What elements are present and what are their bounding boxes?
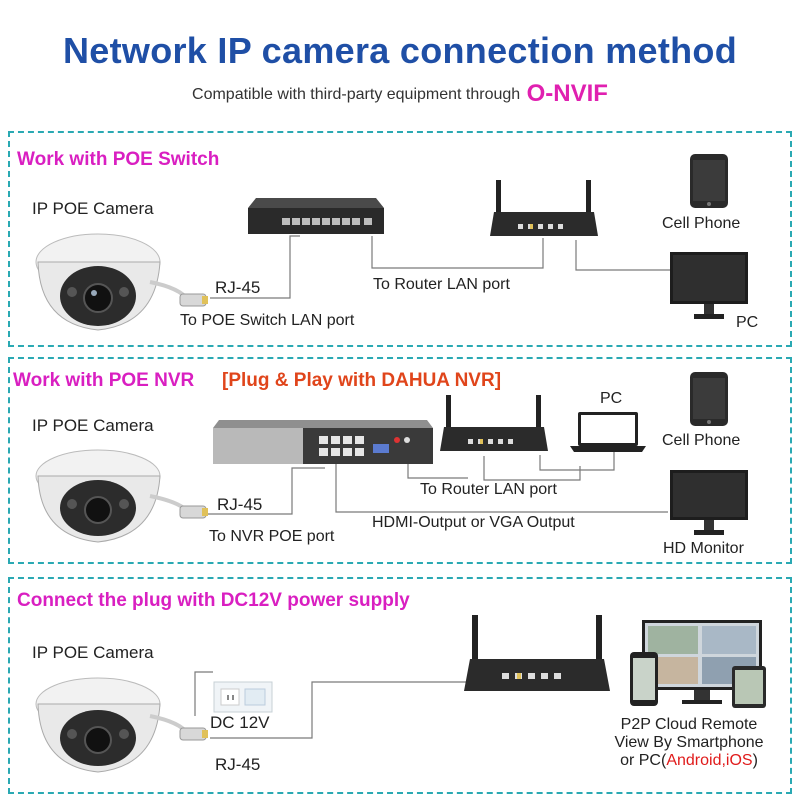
section1-rj45-label: RJ-45 bbox=[215, 278, 261, 297]
remote-devices-icon bbox=[630, 620, 766, 708]
page-title: Network IP camera connection method bbox=[62, 30, 737, 71]
section3-rj45-label: RJ-45 bbox=[215, 755, 261, 774]
p2p-os-names: Android,iOS bbox=[666, 752, 753, 769]
hd-monitor-icon bbox=[670, 470, 748, 535]
pc-monitor-icon bbox=[670, 252, 748, 319]
section1-camera-label: IP POE Camera bbox=[32, 199, 154, 218]
section2-nvr-port-label: To NVR POE port bbox=[209, 528, 335, 545]
section2-camera-label: IP POE Camera bbox=[32, 416, 154, 435]
panel-poe-switch bbox=[8, 131, 792, 347]
section3-dc-label: DC 12V bbox=[210, 713, 270, 732]
dome-camera-icon bbox=[35, 233, 208, 331]
section2-title: Work with POE NVR bbox=[13, 370, 195, 391]
section2-router-port-label: To Router LAN port bbox=[420, 481, 557, 498]
laptop-icon bbox=[570, 412, 646, 452]
section2-rj45-label: RJ-45 bbox=[217, 495, 263, 514]
section2-hdmi-label: HDMI-Output or VGA Output bbox=[372, 514, 575, 531]
p2p-line3-suffix: ) bbox=[752, 752, 758, 769]
section1-router-port-label: To Router LAN port bbox=[373, 276, 510, 293]
nvr-icon bbox=[213, 420, 433, 464]
onvif-brand: O-NVIF bbox=[526, 80, 608, 107]
section1-switch-port-label: To POE Switch LAN port bbox=[180, 312, 355, 329]
section3-camera-label: IP POE Camera bbox=[32, 643, 154, 662]
router-icon bbox=[440, 395, 548, 451]
section2-monitor-label: HD Monitor bbox=[663, 540, 744, 557]
router-icon bbox=[464, 615, 610, 691]
page-subtitle: Compatible with third-party equipment th… bbox=[0, 80, 800, 108]
panel-dc12v bbox=[8, 577, 792, 794]
p2p-remote-text: P2P Cloud Remote View By Smartphone or P… bbox=[606, 716, 772, 770]
plug-and-play-note: [Plug & Play with DAHUA NVR] bbox=[222, 370, 502, 391]
p2p-line3-prefix: or PC( bbox=[620, 752, 667, 769]
p2p-line3: or PC(Android,iOS) bbox=[606, 752, 772, 770]
section2-pc-label: PC bbox=[600, 390, 623, 407]
subtitle-text: Compatible with third-party equipment th… bbox=[192, 86, 521, 103]
section1-title: Work with POE Switch bbox=[17, 149, 220, 170]
section3-title: Connect the plug with DC12V power supply bbox=[17, 590, 410, 611]
dome-camera-icon bbox=[35, 677, 208, 773]
cell-phone-icon bbox=[690, 372, 728, 426]
p2p-line1: P2P Cloud Remote bbox=[620, 716, 758, 733]
router-icon bbox=[490, 180, 598, 236]
section1-phone-label: Cell Phone bbox=[662, 215, 741, 232]
section1-pc-label: PC bbox=[736, 314, 759, 331]
section2-phone-label: Cell Phone bbox=[662, 432, 741, 449]
dome-camera-icon bbox=[35, 449, 208, 543]
panel-poe-nvr bbox=[8, 357, 792, 564]
p2p-line2: View By Smartphone bbox=[614, 734, 764, 751]
power-socket-icon bbox=[213, 681, 273, 713]
cell-phone-icon bbox=[690, 154, 728, 208]
poe-switch-icon bbox=[248, 198, 384, 234]
